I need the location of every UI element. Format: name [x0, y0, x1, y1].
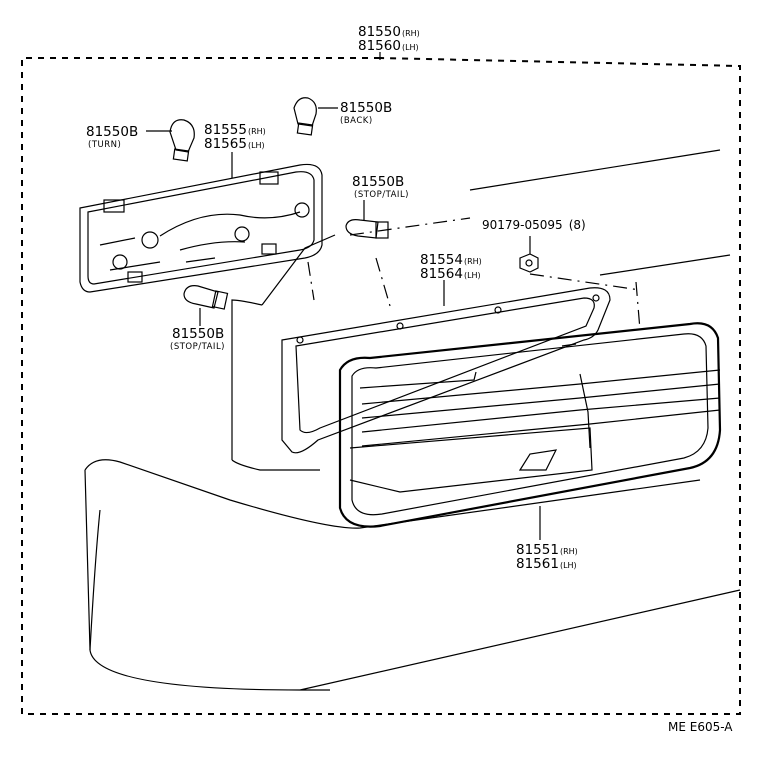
bulb-back [293, 97, 317, 136]
bulb-turn-label: 81550B (TURN) [86, 124, 138, 150]
trunk-lid-line [469, 149, 731, 276]
bulb-stop-tail-lower-label: 81550B (STOP/TAIL) [170, 326, 225, 352]
bulb-back-label: 81550B (BACK) [340, 100, 392, 126]
svg-text:(STOP/TAIL): (STOP/TAIL) [170, 342, 225, 352]
svg-text:81551(RH): 81551(RH) [516, 542, 578, 558]
svg-text:81550B: 81550B [352, 174, 404, 190]
nut [519, 253, 539, 273]
bulb-stop-tail-lower [183, 285, 229, 310]
svg-text:81550B: 81550B [172, 326, 224, 342]
bulb-stop-tail-upper-label: 81550B (STOP/TAIL) [352, 174, 409, 200]
drawing-code: ME E605-A [668, 720, 733, 734]
svg-text:81550(RH): 81550(RH) [358, 24, 420, 40]
svg-text:(TURN): (TURN) [88, 140, 121, 150]
body-panel-lower-edge [89, 509, 101, 651]
lens-label: 81551(RH) 81561(LH) [516, 542, 578, 572]
gasket-label: 81554(RH) 81564(LH) [420, 252, 482, 282]
rear-body-panel [84, 459, 741, 691]
svg-text:(STOP/TAIL): (STOP/TAIL) [354, 190, 409, 200]
body-cutout-outline [231, 234, 336, 471]
svg-text:81560(LH): 81560(LH) [358, 38, 419, 54]
alignment-line-5 [307, 261, 315, 301]
alignment-line-1 [349, 217, 471, 236]
lens-screw [561, 343, 577, 347]
lens [338, 322, 722, 528]
gasket [281, 287, 611, 454]
nut-label: 90179-05095(8) [482, 218, 586, 232]
svg-text:81564(LH): 81564(LH) [420, 266, 481, 282]
socket-plate-label: 81555(RH) 81565(LH) [204, 122, 266, 152]
svg-text:81550B: 81550B [340, 100, 392, 116]
svg-text:81555(RH): 81555(RH) [204, 122, 266, 138]
assembly-label: 81550(RH) 81560(LH) [358, 24, 420, 54]
socket-plate [79, 163, 323, 293]
svg-text:81561(LH): 81561(LH) [516, 556, 577, 572]
assembly-boundary [21, 57, 741, 715]
alignment-line-4 [635, 281, 641, 331]
svg-text:81554(RH): 81554(RH) [420, 252, 482, 268]
svg-text:(BACK): (BACK) [340, 116, 373, 126]
svg-text:81550B: 81550B [86, 124, 138, 140]
svg-text:81565(LH): 81565(LH) [204, 136, 265, 152]
bulb-turn [169, 119, 195, 162]
alignment-line-2 [375, 257, 391, 307]
alignment-line-3 [529, 273, 641, 291]
